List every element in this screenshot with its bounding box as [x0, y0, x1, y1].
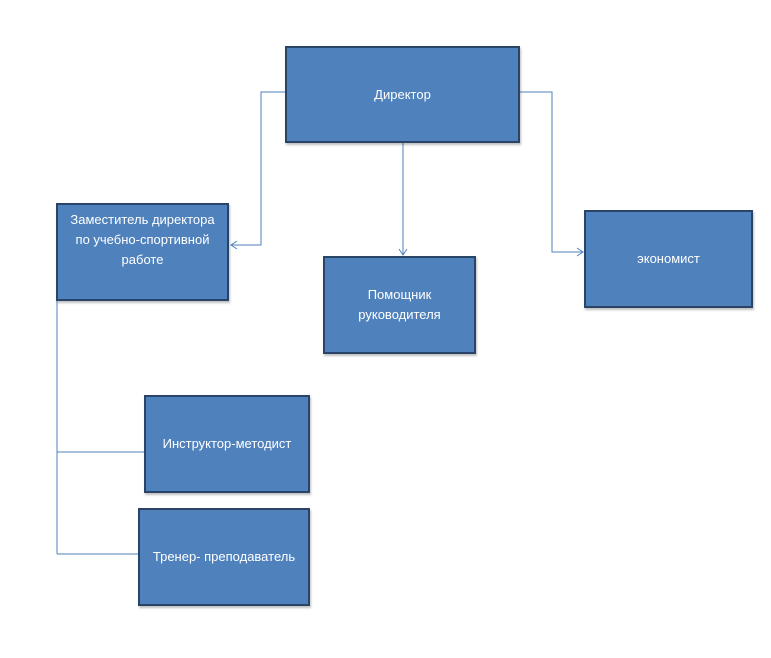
instructor-label: Инструктор-методист [162, 436, 292, 451]
assistant-label: Помощник руководителя [358, 287, 441, 322]
connector-director-deputy [231, 91, 285, 246]
arrowhead-deputy [230, 240, 238, 250]
arrowhead-assistant [398, 248, 408, 256]
assistant-box: Помощник руководителя [323, 256, 476, 354]
economist-label: экономист [637, 251, 700, 266]
director-box: Директор [285, 46, 520, 143]
deputy-director-label: Заместитель директора по учебно-спортивн… [70, 212, 215, 267]
coach-box: Тренер- преподаватель [138, 508, 310, 606]
connector-director-economist [520, 91, 583, 253]
coach-label: Тренер- преподаватель [152, 549, 296, 564]
director-label: Директор [374, 86, 431, 102]
deputy-director-box: Заместитель директора по учебно-спортивн… [56, 203, 229, 301]
economist-box: экономист [584, 210, 753, 308]
arrowhead-economist [576, 247, 584, 257]
instructor-box: Инструктор-методист [144, 395, 310, 493]
